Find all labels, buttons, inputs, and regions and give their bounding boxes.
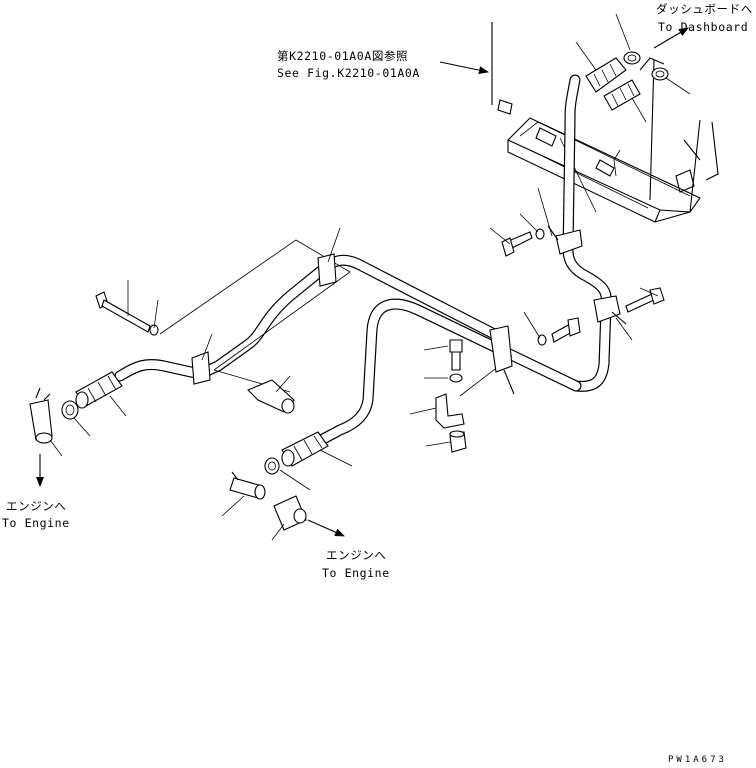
bolt-dashboard-right	[625, 287, 665, 313]
sleeve-left	[75, 371, 123, 409]
ring-left	[61, 400, 79, 420]
nozzle-center	[273, 495, 307, 531]
spacer-vertical	[449, 430, 467, 453]
reference-bracket	[439, 22, 513, 115]
label-reference-jp: 第K2210-01A0A図参照	[277, 49, 408, 63]
clamp-main	[489, 325, 515, 395]
valve-left	[29, 387, 53, 444]
hose-upper-loop	[194, 254, 504, 380]
bolt-main	[537, 317, 581, 346]
washer-vertical	[449, 373, 463, 383]
bracket-vertical	[435, 393, 465, 429]
label-engine-center-jp: エンジンへ	[326, 548, 387, 562]
arrow-to-dashboard	[653, 27, 689, 49]
sleeve-dashboard-1	[585, 57, 627, 93]
sleeve-dashboard-2	[603, 79, 641, 111]
clamp-upper	[317, 253, 337, 287]
label-dashboard-en: To Dashboard	[658, 20, 748, 34]
sleeve-plain	[247, 379, 295, 414]
hose-main	[304, 298, 582, 452]
sleeve-center	[281, 431, 329, 467]
label-dashboard-jp: ダッシュボードへ	[656, 2, 753, 16]
hose-left	[114, 358, 206, 382]
bolt-dashboard-left	[501, 228, 545, 257]
bolt-vertical	[449, 339, 463, 371]
ring-dashboard-2	[651, 67, 669, 81]
ring-dashboard-1	[623, 51, 641, 65]
valve-center	[229, 471, 266, 500]
label-engine-left-en: To Engine	[2, 516, 70, 530]
leader-lines	[49, 13, 691, 541]
clamp-dashboard-lower	[593, 295, 627, 325]
hose-dashboard-vertical	[562, 74, 612, 392]
label-engine-center-en: To Engine	[322, 566, 390, 580]
clamp-left	[191, 351, 211, 385]
dashboard-panel	[507, 57, 719, 223]
bolt-left-long	[95, 291, 159, 336]
drawing-code: PW1A673	[668, 755, 727, 765]
label-reference-en: See Fig.K2210-01A0A	[277, 66, 420, 80]
clamp-dashboard-upper	[547, 225, 583, 255]
arrow-to-engine-center	[307, 519, 345, 537]
label-engine-left-jp: エンジンへ	[6, 499, 67, 513]
ring-center	[264, 457, 280, 475]
